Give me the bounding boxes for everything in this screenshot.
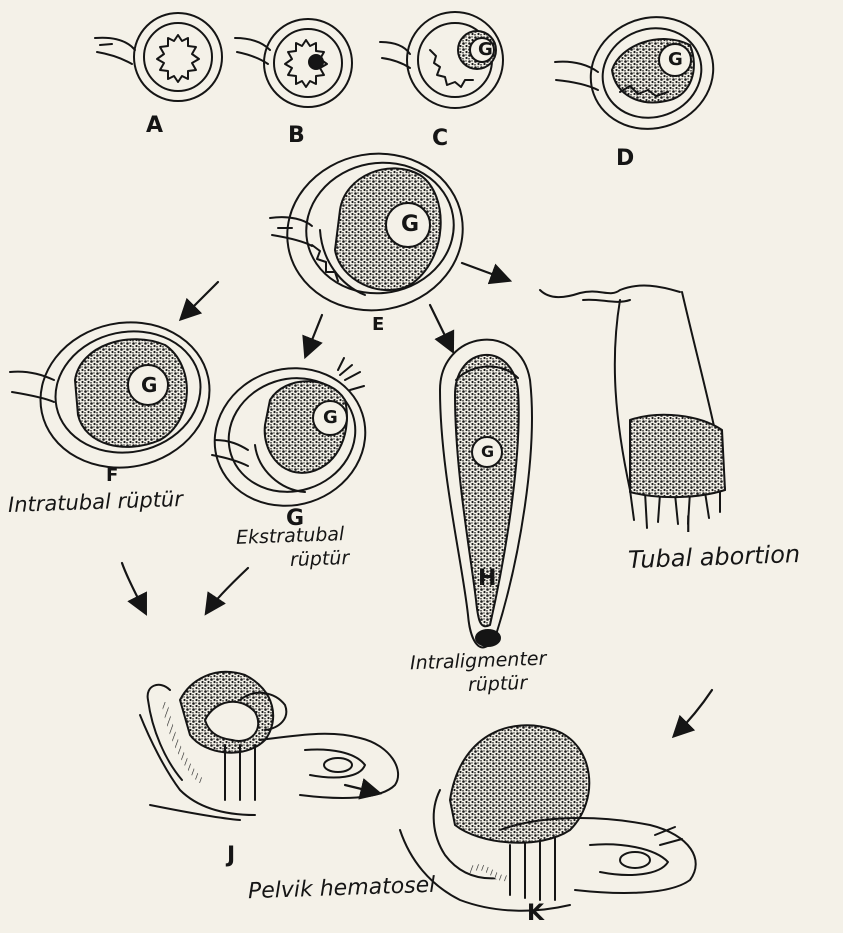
- tube-section-e: [270, 140, 475, 324]
- tube-section-g: [197, 349, 384, 525]
- sac-label-f: G: [141, 375, 157, 395]
- tube-section-f: [10, 307, 223, 483]
- panel-label-d: D: [616, 148, 634, 170]
- caption-ekstratubal-line1: Ekstratubal: [236, 525, 345, 548]
- pelvis-section-k: [400, 725, 696, 910]
- tube-section-d: [555, 0, 729, 146]
- caption-intraligamenter-line2: rüptür: [468, 674, 528, 695]
- caption-tubal-abortion: Tubal abortion: [628, 542, 801, 572]
- caption-ekstratubal-line2: rüptür: [290, 549, 350, 570]
- panel-label-j: J: [227, 845, 235, 867]
- sac-label-c: G: [478, 41, 493, 59]
- tube-section-h: [440, 340, 532, 648]
- panel-label-a: A: [146, 115, 163, 137]
- sac-label-g: G: [323, 409, 338, 427]
- pelvis-section-j: [140, 672, 398, 820]
- tube-section-a: [95, 13, 222, 101]
- tube-section-c: [380, 12, 503, 108]
- panel-label-h: H: [478, 568, 496, 590]
- panel-label-i: I: [685, 515, 692, 537]
- sac-label-e: G: [401, 214, 419, 236]
- caption-intraligamenter-line1: Intraligmenter: [410, 650, 547, 674]
- panel-label-f: F: [106, 467, 118, 485]
- panel-label-k: K: [527, 903, 544, 925]
- sac-label-h: G: [481, 444, 494, 460]
- sac-label-d: G: [668, 51, 683, 69]
- panel-label-b: B: [288, 125, 305, 147]
- panel-label-e: E: [372, 316, 384, 334]
- panel-label-c: C: [432, 128, 448, 150]
- tube-section-i: [540, 286, 725, 528]
- tube-section-b: [235, 19, 352, 107]
